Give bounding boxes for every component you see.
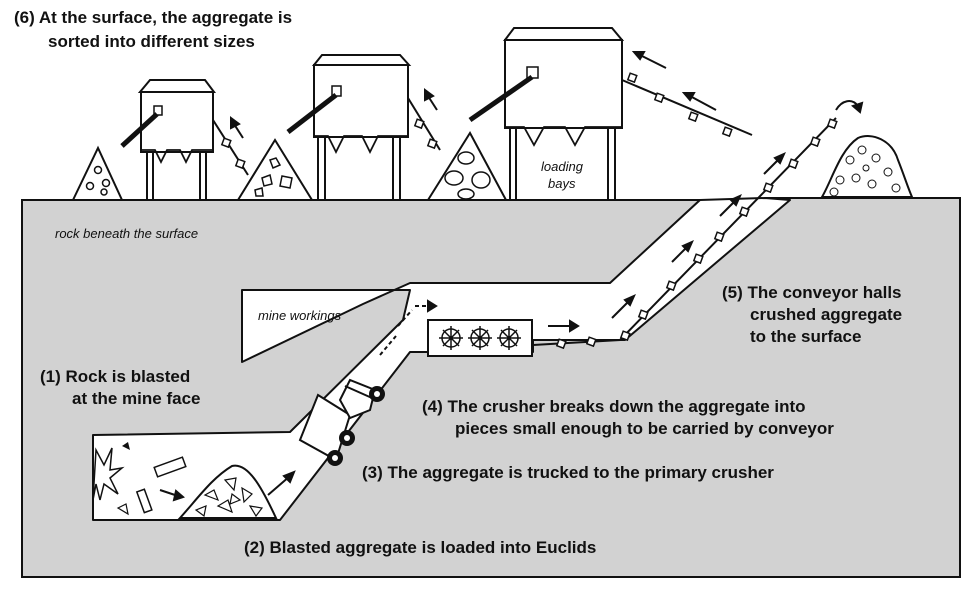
sorting-hopper-1 (120, 79, 216, 200)
surface-aggregate-pile (820, 135, 914, 198)
gravel-pile-3 (426, 131, 508, 201)
surface-conveyor-3 (621, 72, 753, 138)
flow-arrows (159, 51, 864, 502)
surface-conveyor-2 (407, 97, 441, 151)
step6-label-line1: (6) At the surface, the aggregate is (14, 8, 292, 27)
step3-label: (3) The aggregate is trucked to the prim… (362, 463, 774, 482)
primary-crusher (427, 319, 533, 357)
step2-label: (2) Blasted aggregate is loaded into Euc… (244, 538, 596, 557)
step6-label-line2: sorted into different sizes (48, 32, 255, 51)
step4-label-line2: pieces small enough to be carried by con… (455, 419, 834, 438)
sorting-hopper-2 (286, 54, 412, 200)
loading-bays-label-2: bays (548, 176, 576, 191)
main-conveyor (532, 117, 838, 350)
blast-burst (92, 442, 187, 516)
euclid-truck (298, 378, 385, 466)
gravel-pile-2 (236, 138, 314, 201)
step5-label-line1: (5) The conveyor halls (722, 283, 902, 302)
step1-label-line1: (1) Rock is blasted (40, 367, 190, 386)
step5-label-line3: to the surface (750, 327, 861, 346)
sorting-hopper-3 (468, 27, 625, 200)
surface-conveyor-1 (212, 119, 249, 176)
gravel-pile-left (71, 145, 124, 201)
mine-tunnel (92, 197, 791, 521)
rock-beneath-label: rock beneath the surface (55, 226, 198, 241)
blasted-aggregate-pile (177, 464, 278, 519)
step1-label-line2: at the mine face (72, 389, 201, 408)
step5-label-line2: crushed aggregate (750, 305, 902, 324)
mine-workings-label: mine workings (258, 308, 342, 323)
loading-bays-label-1: loading (541, 159, 584, 174)
step4-label-line1: (4) The crusher breaks down the aggregat… (422, 397, 806, 416)
